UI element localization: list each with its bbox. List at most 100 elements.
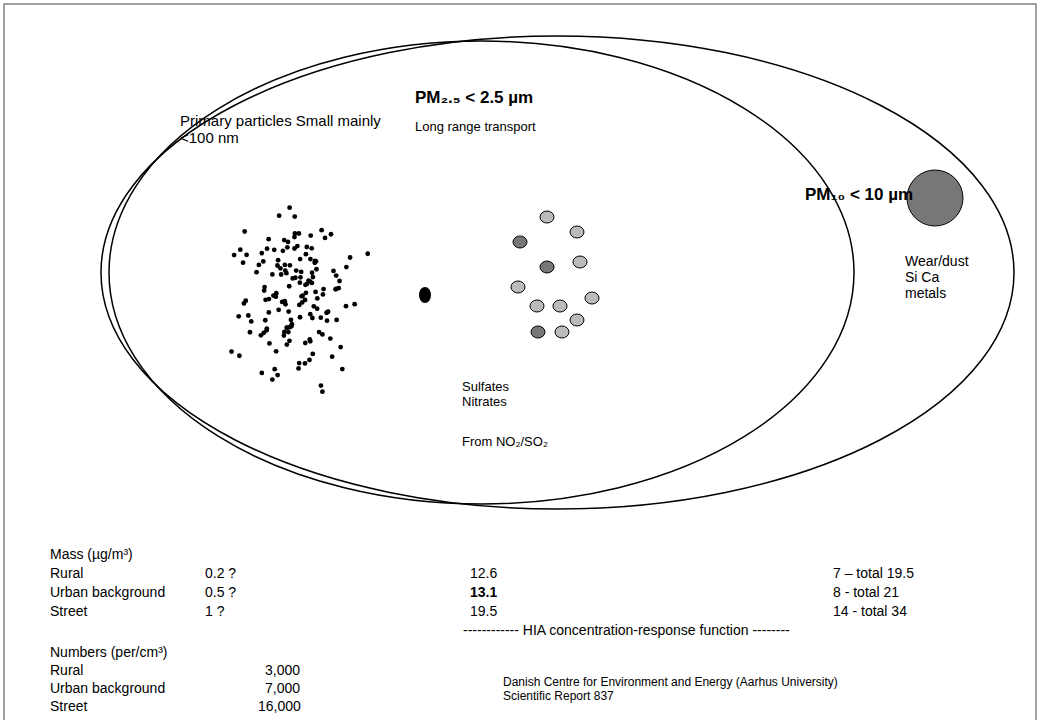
- particle-dot: [344, 265, 349, 270]
- particle-dot: [241, 260, 246, 265]
- component-label: From NO₂/SO₂: [462, 435, 602, 450]
- particle-dot: [338, 345, 343, 350]
- particle-circle: [573, 256, 587, 268]
- primary-particles: [229, 205, 370, 394]
- particle-dot: [298, 257, 303, 262]
- pm25-ellipse: PM₂.₅ < 2.5 µmPrimary particles Small ma…: [108, 40, 855, 505]
- frame: [4, 4, 1036, 720]
- particle-dot: [310, 351, 315, 356]
- particle-dot: [286, 240, 291, 245]
- particle-dot: [232, 253, 237, 258]
- particle-dot: [242, 301, 247, 306]
- particle-dot: [282, 299, 287, 304]
- particle-dot: [289, 317, 294, 322]
- particle-dot: [277, 213, 282, 218]
- table-cell: Rural: [50, 662, 83, 678]
- particle-dot: [295, 244, 300, 249]
- table-cell: 3,000: [265, 662, 300, 678]
- particle-dot: [236, 314, 241, 319]
- particle-dot: [308, 233, 313, 238]
- table-cell: Rural: [50, 565, 83, 581]
- particle-dot: [267, 341, 272, 346]
- particle-dot: [344, 304, 349, 309]
- particle-dot: [303, 298, 308, 303]
- particle-dot: [261, 259, 266, 264]
- particle-dot: [263, 297, 268, 302]
- particle-dot: [238, 247, 243, 252]
- particle-dot: [242, 229, 247, 234]
- coarse-particle: [907, 170, 963, 226]
- particle-dot: [263, 318, 268, 323]
- component-label: Sulfates Nitrates: [462, 380, 532, 410]
- particle-dot: [313, 290, 318, 295]
- ellipse-outline: [101, 36, 1014, 509]
- particle-dot: [329, 232, 334, 237]
- particle-dot: [365, 251, 370, 256]
- particle-dot: [266, 310, 271, 315]
- particle-dot: [283, 268, 288, 273]
- table-cell: 8 - total 21: [833, 584, 899, 600]
- table-cell: 7,000: [265, 680, 300, 696]
- particle-dot: [304, 245, 309, 250]
- particle-dot: [287, 205, 292, 210]
- particle-dot: [299, 294, 304, 299]
- particle-dot: [304, 290, 309, 295]
- particle-dot: [303, 341, 308, 346]
- particle-dot: [287, 338, 292, 343]
- secondary-particles: [511, 211, 599, 338]
- table-cell: Urban background: [50, 584, 165, 600]
- particle-dot: [275, 263, 280, 268]
- particle-dot: [284, 325, 289, 330]
- particle-dot: [330, 354, 335, 359]
- table-cell: Street: [50, 603, 87, 619]
- particle-dot: [308, 257, 313, 262]
- pm10-ellipse: PM₂.₅ < 2.5 µmPrimary particles Small ma…: [100, 35, 1015, 510]
- source-label: Wear/dust Si Ca metals: [905, 253, 975, 301]
- particle-dot: [266, 237, 271, 242]
- table-cell: Mass (µg/m³): [50, 546, 133, 562]
- particle-dot: [337, 279, 342, 284]
- particle-circle: [540, 261, 554, 273]
- particle-dot: [296, 366, 301, 371]
- table-cell: Urban background: [50, 680, 165, 696]
- particle-circle: [531, 326, 545, 338]
- particle-circle: [540, 211, 554, 223]
- particle-dot: [352, 302, 357, 307]
- table-cell: 1 ?: [205, 603, 224, 619]
- particle-dot: [276, 307, 281, 312]
- particle-dot: [325, 318, 330, 323]
- table-cell: Street: [50, 698, 87, 714]
- particle-dot: [265, 246, 270, 251]
- particle-dot: [288, 263, 293, 268]
- particle-dot: [287, 284, 292, 289]
- ellipse-outline: [109, 41, 854, 504]
- particle-dot: [298, 315, 303, 320]
- particle-dot: [279, 272, 284, 277]
- particle-dot: [281, 248, 286, 253]
- particle-dot: [307, 337, 312, 342]
- particle-dot: [324, 310, 329, 315]
- source-label: Primary particles Small mainly <100 nm: [180, 112, 400, 147]
- particle-dot: [311, 304, 316, 309]
- particle-dot: [248, 330, 253, 335]
- particle-dot: [282, 333, 287, 338]
- particle-dot: [246, 313, 251, 318]
- particle-dot: [294, 268, 299, 273]
- particle-dot: [237, 353, 242, 358]
- particle-circle: [530, 300, 544, 312]
- particle-dot: [297, 231, 302, 236]
- particle-dot: [229, 349, 234, 354]
- particle-dot: [272, 367, 277, 372]
- particle-dot: [348, 255, 353, 260]
- particle-dot: [309, 246, 314, 251]
- particle-dot: [315, 296, 320, 301]
- particle-dot: [319, 228, 324, 233]
- table-cell: 13.1: [470, 584, 497, 600]
- particle-dot: [311, 275, 316, 280]
- particle-circle: [553, 300, 567, 312]
- particle-dot: [297, 280, 302, 285]
- size-class-label: PM₁₀ < 10 µm: [805, 185, 1005, 205]
- particle-dot: [256, 262, 261, 267]
- particle-dot: [259, 371, 264, 376]
- particle-dot: [308, 312, 313, 317]
